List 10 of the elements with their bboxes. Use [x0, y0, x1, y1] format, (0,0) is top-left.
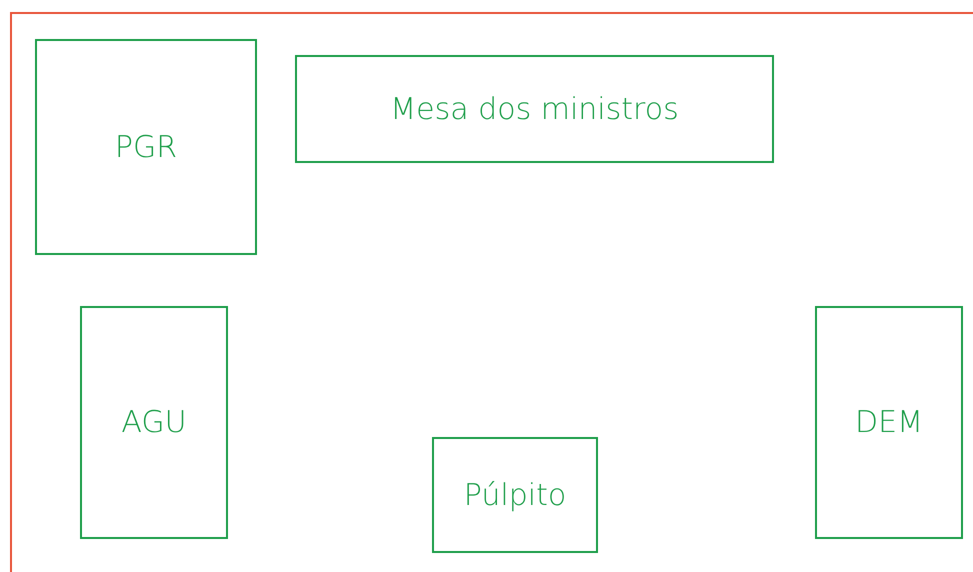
box-label: DEM: [855, 405, 923, 440]
table-box: [35, 39, 257, 255]
table-box: [80, 306, 228, 539]
box-label: Mesa dos ministros: [390, 92, 679, 126]
table-box: [432, 437, 598, 553]
box-label: PGR: [114, 130, 178, 164]
table-box: [295, 55, 774, 163]
box-label: Púlpito: [464, 478, 566, 512]
box-label: AGU: [121, 405, 187, 440]
table-box: [815, 306, 963, 539]
